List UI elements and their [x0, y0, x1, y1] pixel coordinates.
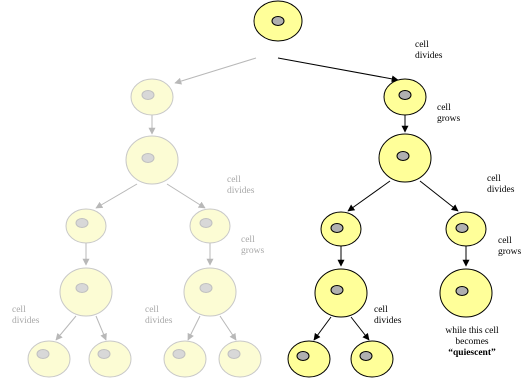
cell-icon	[378, 133, 432, 183]
label-grows-far-right: cell grows	[498, 236, 521, 258]
cell-icon	[253, 0, 303, 42]
cell-icon	[383, 78, 427, 116]
label-quiescent-note: while this cell becomes “quiescent”	[432, 326, 512, 359]
arrow-icon	[277, 57, 399, 83]
nucleus-icon	[75, 218, 89, 228]
arrow-icon	[166, 183, 206, 209]
label-divides-mid-faded: cell divides	[227, 175, 254, 197]
cell-icon	[130, 78, 174, 116]
cell-icon	[59, 267, 113, 317]
arrow-icon	[95, 315, 107, 341]
label-line: cell	[12, 305, 26, 315]
label-line: cell	[437, 103, 451, 113]
label-line: grows	[498, 247, 522, 257]
cell-icon	[125, 135, 179, 185]
label-line: cell	[415, 40, 429, 50]
nucleus-icon	[455, 223, 469, 233]
label-line: grows	[241, 246, 265, 256]
arrow-icon	[55, 315, 77, 341]
nucleus-icon	[141, 153, 155, 163]
nucleus-icon	[271, 16, 285, 26]
nucleus-icon	[396, 151, 410, 161]
label-line: divides	[12, 316, 40, 326]
nucleus-icon	[330, 285, 344, 295]
nucleus-icon	[199, 218, 213, 228]
nucleus-icon	[141, 90, 155, 100]
cell-icon	[439, 268, 493, 318]
label-divides-mid-low-faded: cell divides	[145, 305, 172, 327]
label-line: divides	[487, 185, 515, 195]
cell-icon	[218, 340, 262, 378]
label-line: “quiescent”	[432, 348, 512, 359]
label-line: grows	[437, 114, 461, 124]
quiescent-word: “quiescent”	[448, 348, 496, 358]
label-divides-right-mid: cell divides	[487, 174, 514, 196]
nucleus-icon	[199, 283, 213, 293]
nucleus-icon	[455, 286, 469, 296]
label-line: becomes	[455, 337, 489, 347]
label-line: cell	[145, 305, 159, 315]
label-line: divides	[374, 316, 402, 326]
nucleus-icon	[36, 349, 50, 359]
label-grows-right: cell grows	[437, 103, 460, 125]
label-divides-right-low: cell divides	[374, 305, 401, 327]
nucleus-icon	[398, 90, 412, 100]
nucleus-icon	[172, 349, 186, 359]
cell-icon	[88, 340, 132, 378]
cell-icon	[183, 267, 237, 317]
arrow-icon	[313, 316, 332, 341]
label-line: cell	[498, 236, 512, 246]
label-line: divides	[145, 316, 173, 326]
cell-icon	[287, 340, 331, 378]
arrow-icon	[219, 315, 237, 341]
label-line: divides	[415, 51, 443, 61]
arrow-icon	[187, 315, 201, 341]
nucleus-icon	[330, 223, 344, 233]
arrow-icon	[95, 183, 138, 209]
label-grows-mid-faded: cell grows	[241, 235, 264, 257]
cell-icon	[163, 340, 207, 378]
nucleus-icon	[359, 351, 373, 361]
nucleus-icon	[227, 349, 241, 359]
nucleus-icon	[75, 283, 89, 293]
arrows-layer	[55, 57, 470, 341]
label-line: cell	[487, 174, 501, 184]
cell-icon	[189, 208, 231, 244]
cell-icon	[445, 211, 487, 247]
arrow-icon	[347, 180, 391, 212]
label-line: cell	[374, 305, 388, 315]
label-line: while this cell	[445, 326, 499, 336]
label-divides-left-low-faded: cell divides	[12, 305, 39, 327]
nucleus-icon	[97, 349, 111, 359]
arrow-icon	[419, 180, 459, 212]
arrow-icon	[174, 57, 257, 85]
cell-icon	[27, 340, 71, 378]
cell-icon	[320, 211, 362, 247]
label-line: cell	[227, 175, 241, 185]
nucleus-icon	[296, 351, 310, 361]
label-line: divides	[227, 186, 255, 196]
label-line: cell	[241, 235, 255, 245]
cells-layer	[27, 0, 493, 378]
arrow-icon	[350, 316, 370, 341]
label-divides-top: cell divides	[415, 40, 442, 62]
cell-icon	[65, 208, 107, 244]
cell-icon	[350, 340, 394, 378]
cell-icon	[314, 268, 368, 318]
